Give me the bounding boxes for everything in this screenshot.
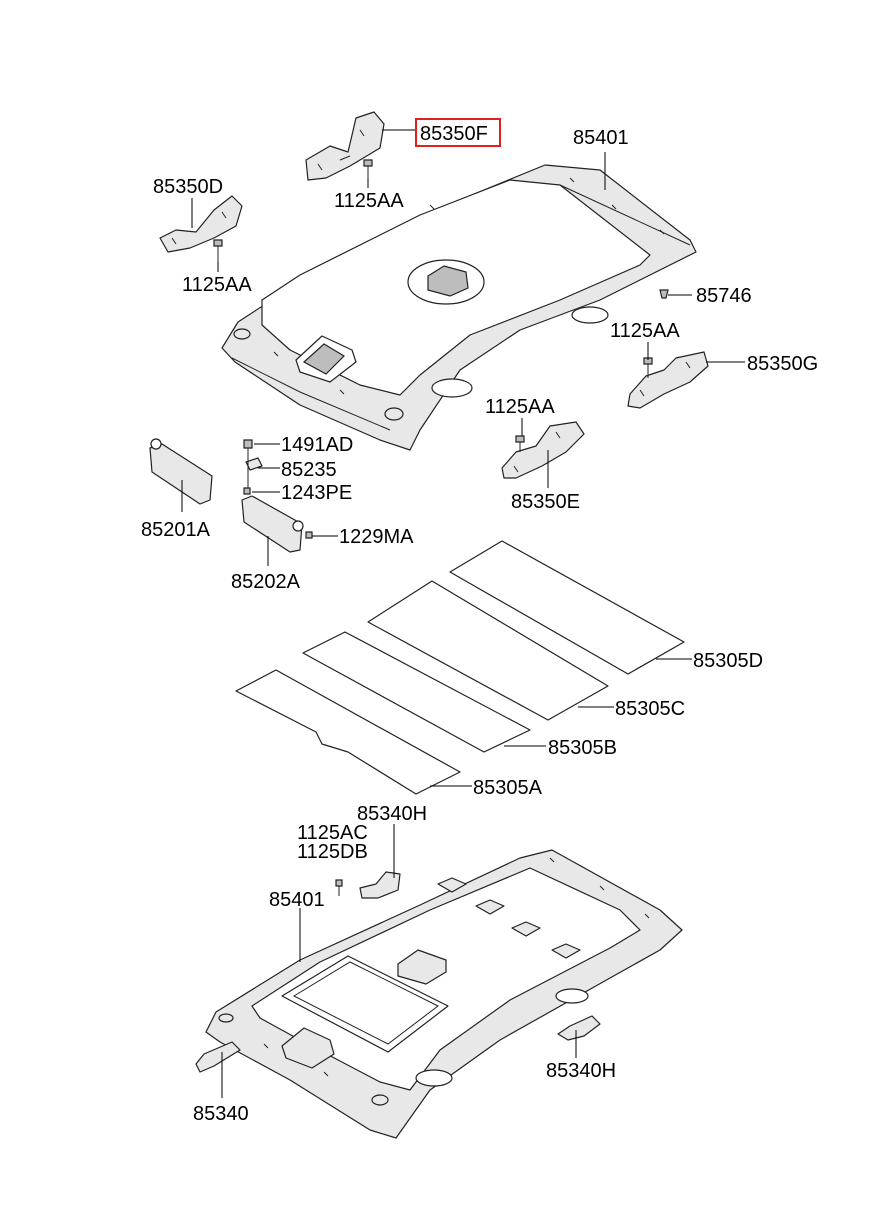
callout-85340H-bottom[interactable]: 85340H bbox=[546, 1060, 616, 1082]
pad-85305C[interactable] bbox=[367, 580, 609, 721]
callout-85350F[interactable]: 85350F bbox=[420, 123, 488, 145]
leader-lines bbox=[181, 129, 745, 1098]
callout-85201A[interactable]: 85201A bbox=[141, 519, 211, 541]
pad-85305A[interactable] bbox=[235, 669, 461, 795]
callout-85401-top[interactable]: 85401 bbox=[573, 127, 629, 149]
callout-85340H-top[interactable]: 85340H bbox=[357, 803, 427, 825]
callout-85350E[interactable]: 85350E bbox=[511, 491, 580, 513]
sunvisor-85201A[interactable] bbox=[149, 438, 213, 505]
callout-1243PE[interactable]: 1243PE bbox=[281, 482, 352, 504]
pad-85305B[interactable] bbox=[302, 631, 531, 753]
headliner-bottom[interactable] bbox=[205, 849, 683, 1139]
screw-1125AC-icon bbox=[335, 879, 343, 896]
callout-1125AA-c[interactable]: 1125AA bbox=[610, 320, 680, 342]
bracket-85350G[interactable] bbox=[627, 351, 709, 409]
callout-85350D[interactable]: 85350D bbox=[153, 176, 223, 198]
assist-handle-85340H-bottom[interactable] bbox=[557, 1015, 601, 1041]
callout-85235[interactable]: 85235 bbox=[281, 459, 337, 481]
callout-1125AA-d[interactable]: 1125AA bbox=[485, 396, 555, 418]
highlight-box bbox=[415, 118, 501, 147]
sunvisor-85202A[interactable] bbox=[241, 495, 304, 553]
callout-85305B[interactable]: 85305B bbox=[548, 737, 617, 759]
callout-85746[interactable]: 85746 bbox=[696, 285, 752, 307]
callout-85350G[interactable]: 85350G bbox=[747, 353, 818, 375]
bracket-85350D[interactable] bbox=[159, 195, 243, 253]
callout-1229MA[interactable]: 1229MA bbox=[339, 526, 414, 548]
callout-1125DB[interactable]: 1125DB bbox=[297, 841, 368, 863]
callout-1125AC[interactable]: 1125AC bbox=[297, 822, 368, 844]
bracket-85350F[interactable] bbox=[305, 111, 385, 181]
callout-85305A[interactable]: 85305A bbox=[473, 777, 543, 799]
pad-85305D[interactable] bbox=[449, 540, 685, 675]
callout-85401-bottom[interactable]: 85401 bbox=[269, 889, 325, 911]
callout-85305D[interactable]: 85305D bbox=[693, 650, 763, 672]
callout-85202A[interactable]: 85202A bbox=[231, 571, 301, 593]
bolt-1125AA-b-icon bbox=[213, 239, 223, 264]
assist-handle-85340[interactable] bbox=[195, 1041, 241, 1073]
headliner-top[interactable] bbox=[221, 164, 697, 451]
bolt-1125AA-c-icon bbox=[643, 357, 653, 378]
assist-handle-85340H-top[interactable] bbox=[359, 871, 401, 899]
visor-hardware-icon bbox=[243, 439, 313, 539]
callout-85305C[interactable]: 85305C bbox=[615, 698, 685, 720]
callout-85340[interactable]: 85340 bbox=[193, 1103, 249, 1125]
clip-85746-icon bbox=[659, 289, 669, 299]
callout-1125AA-b[interactable]: 1125AA bbox=[182, 274, 252, 296]
bracket-85350E[interactable] bbox=[501, 421, 585, 479]
callout-1125AA-a[interactable]: 1125AA bbox=[334, 190, 404, 212]
bolt-1125AA-d-icon bbox=[515, 435, 525, 452]
callout-1491AD[interactable]: 1491AD bbox=[281, 434, 353, 456]
